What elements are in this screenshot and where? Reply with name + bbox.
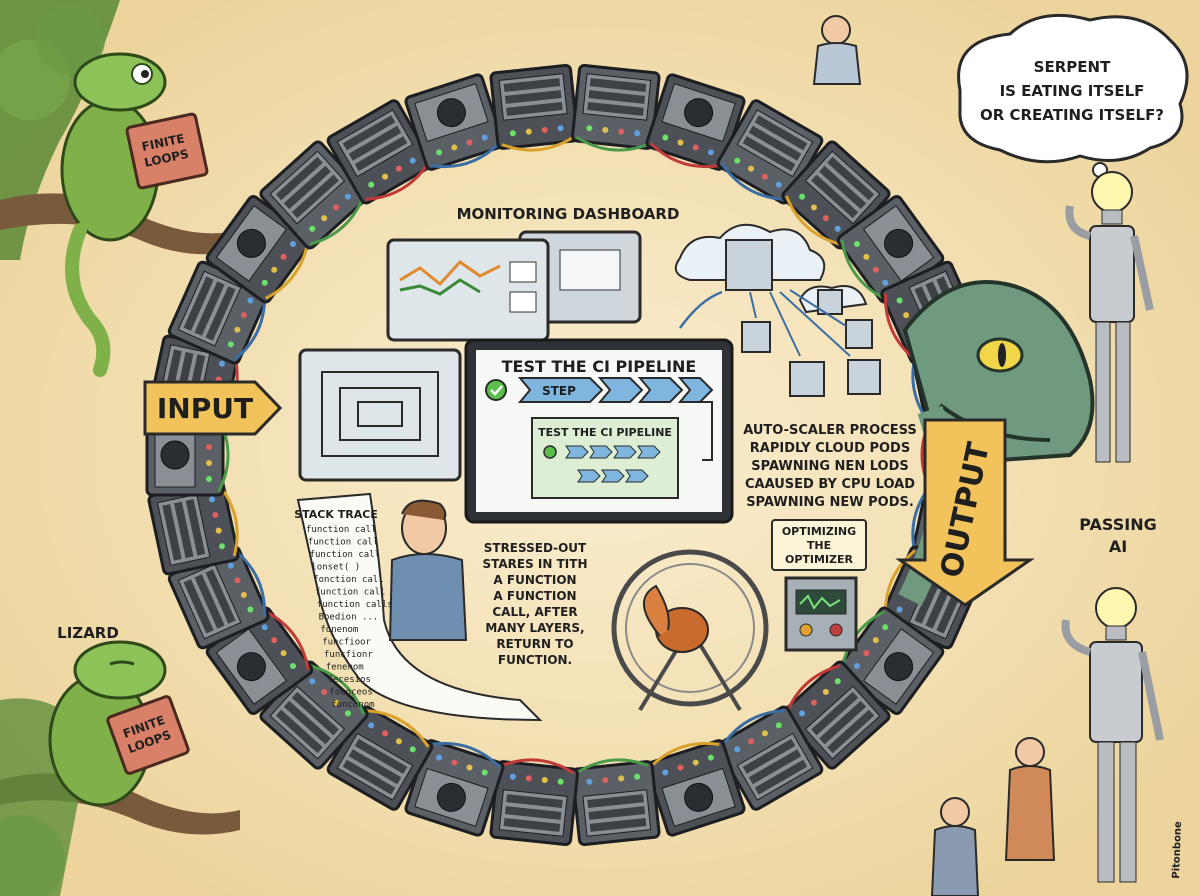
dashboard-chart-line-2 (399, 278, 481, 296)
server-rack (404, 739, 505, 837)
server-rack (571, 758, 661, 847)
passing-ai-line-1: PASSING (1079, 515, 1156, 534)
stack-trace-line: fonenom (320, 625, 358, 635)
lizard-top: FINITE LOOPS (60, 52, 209, 377)
nested-check-icon (543, 445, 557, 459)
autoscaler-line-4: CAAUSED BY CPU LOAD (745, 477, 915, 492)
server-rack (147, 480, 240, 576)
server-rack (781, 140, 891, 250)
optimizer-line-2: THE (807, 539, 831, 552)
check-icon (485, 379, 507, 401)
stack-trace-line: funcfionr (324, 650, 373, 660)
stack-trace-line: fecesios (328, 675, 371, 685)
server-rack (645, 739, 746, 837)
monitoring-dashboard-label: MONITORING DASHBOARD (457, 205, 680, 223)
autoscaler-line-3: SPAWNING NEN LODS (751, 459, 909, 474)
bubble-line-3: OR CREATING ITSELF? (980, 106, 1164, 124)
server-ring (145, 63, 1005, 847)
stack-trace-title: STACK TRACE (294, 508, 378, 521)
step-chevrons (517, 377, 714, 403)
autoscaler-line-2: RAPIDLY CLOUD PODS (750, 441, 910, 456)
server-rack (489, 758, 579, 847)
robot-top (1065, 171, 1154, 463)
server-rack (716, 705, 824, 811)
step-label: STEP (542, 384, 576, 398)
stack-trace-line: function call (308, 538, 378, 548)
stressed-caption: STRESSED-OUT STARES IN TITH A FUNCTION A… (482, 541, 587, 667)
autoscaler-line-5: SPAWNING NEW PODS. (746, 495, 914, 510)
server-rack (571, 63, 661, 152)
artist-signature: Pitonbone (1171, 821, 1184, 879)
stack-trace-line: lonset( ) (311, 563, 360, 573)
onlooker-top (812, 15, 862, 85)
robot-bottom (1061, 587, 1164, 883)
server-rack (489, 63, 579, 152)
input-label: INPUT (157, 392, 253, 425)
server-rack (326, 99, 434, 205)
server-rack (404, 73, 505, 171)
nested-pipeline-title: TEST THE CI PIPELINE (538, 426, 672, 439)
stack-trace-line: function call (315, 588, 385, 598)
bubble-line-2: IS EATING ITSELF (1000, 82, 1145, 100)
server-pod-icon (725, 239, 773, 291)
optimizer-machine (784, 576, 858, 652)
lightbulb-head-icon (1091, 171, 1133, 213)
stressed-line-2: STARES IN TITH (482, 557, 587, 571)
stressed-line-1: STRESSED-OUT (484, 541, 587, 555)
thought-bubble: SERPENT IS EATING ITSELF OR CREATING ITS… (957, 13, 1189, 192)
stressed-line-6: MANY LAYERS, (485, 621, 584, 635)
stressed-line-4: A FUNCTION (493, 589, 576, 603)
autoscaler-cloud-diagram (674, 223, 881, 397)
optimizer-line-3: OPTIMIZER (785, 553, 854, 566)
monitoring-dashboard (386, 230, 642, 342)
lizard-label: LIZARD (57, 624, 119, 642)
stack-trace-line: funcfioor (322, 638, 371, 648)
finite-loops-book-bottom: FINITE LOOPS (106, 695, 190, 775)
stack-trace-line: fococeos (329, 688, 372, 698)
autoscaler-caption: AUTO-SCALER PROCESS RAPIDLY CLOUD PODS S… (743, 423, 917, 510)
onlookers-bottom (930, 737, 1056, 896)
stressed-line-8: FUNCTION. (498, 653, 572, 667)
ci-pipeline-monitor: TEST THE CI PIPELINE STEP TEST THE CI PI… (464, 338, 734, 524)
dashboard-chart-line (399, 260, 501, 287)
autoscaler-line-1: AUTO-SCALER PROCESS (743, 423, 917, 438)
lizard-bottom: FINITE LOOPS (48, 640, 190, 807)
stack-trace-line: fenenom (326, 663, 364, 673)
input-arrow: INPUT (143, 380, 283, 436)
stack-trace-lines: function call function call function call l… (306, 525, 393, 710)
passing-ai-line-2: AI (1109, 537, 1127, 556)
stressed-line-7: RETURN TO (496, 637, 573, 651)
stack-trace-line: function calls (317, 600, 393, 610)
optimizer-line-1: OPTIMIZING (782, 525, 856, 538)
bubble-line-1: SERPENT (1034, 58, 1111, 76)
stressed-developer (388, 499, 468, 641)
nested-window (298, 348, 462, 482)
server-rack (781, 660, 891, 770)
stack-trace-line: fonction call (313, 575, 383, 585)
server-rack (645, 73, 746, 171)
hamster-wheel (611, 549, 769, 712)
stack-trace-line: function call (310, 550, 380, 560)
stack-trace-line: fonconom (331, 700, 374, 710)
finite-loops-book-top: FINITE LOOPS (125, 112, 209, 190)
stack-trace-line: Boedion ... (319, 613, 379, 623)
server-rack (167, 545, 270, 650)
stressed-line-5: CALL, AFTER (492, 605, 577, 619)
stack-trace-line: function call (306, 525, 376, 535)
server-rack (259, 140, 369, 250)
stressed-line-3: A FUNCTION (493, 573, 576, 587)
lightbulb-head-icon-2 (1095, 587, 1137, 629)
output-arrow: OUTPUT (895, 418, 1035, 607)
optimizer-sign: OPTIMIZING THE OPTIMIZER (771, 519, 867, 571)
ci-pipeline-title: TEST THE CI PIPELINE (502, 357, 697, 376)
